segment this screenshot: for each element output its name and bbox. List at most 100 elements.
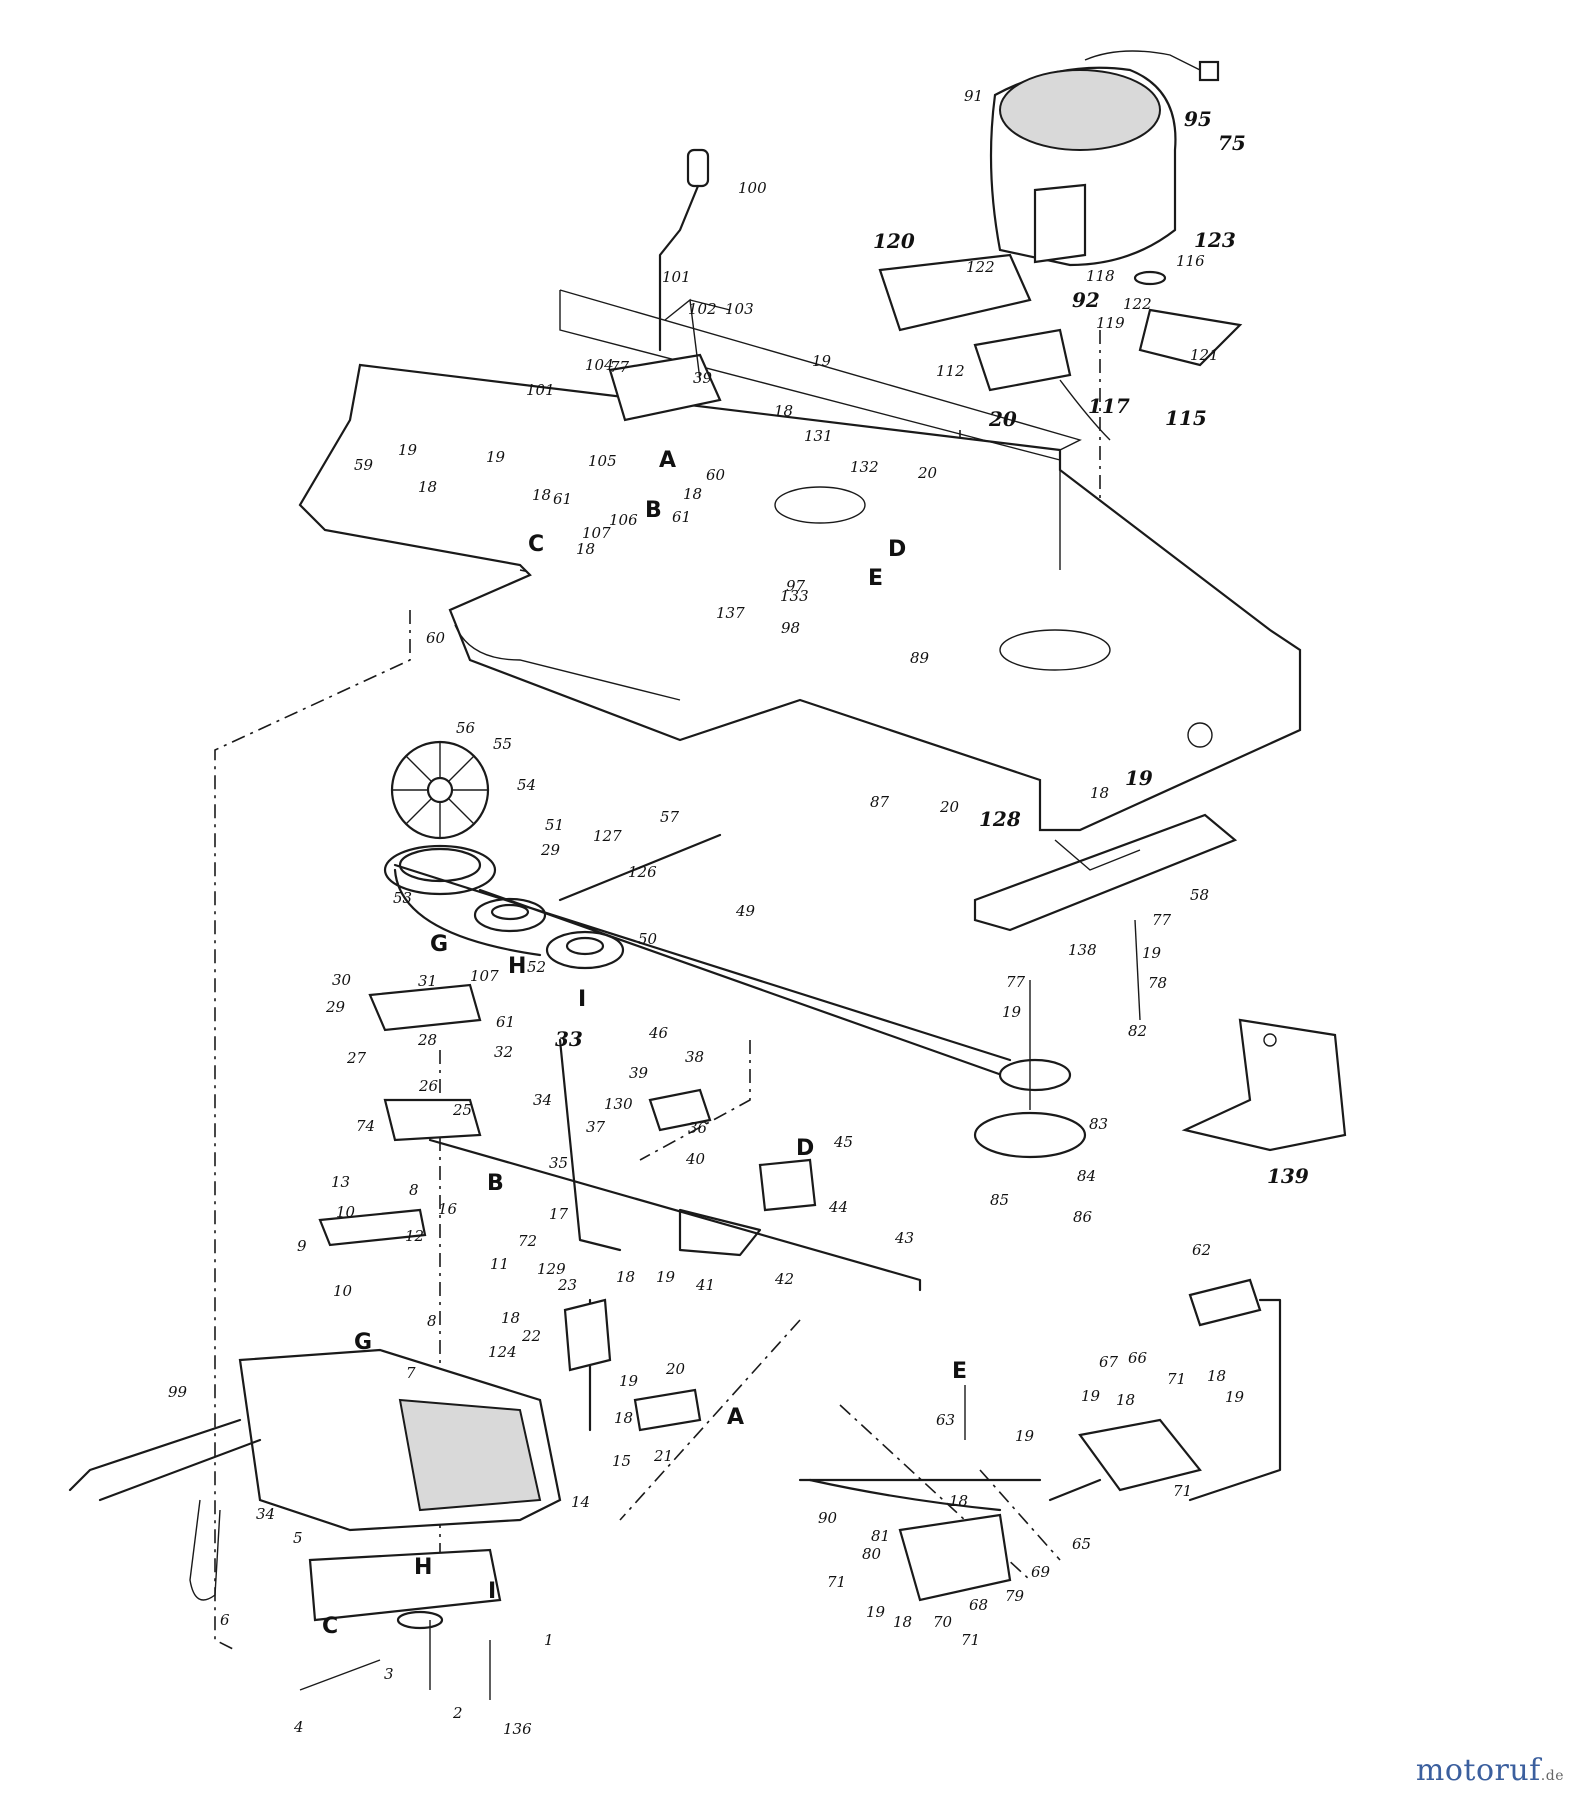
part-label-23: 23 bbox=[557, 1276, 577, 1294]
part-label-10a: 10 bbox=[336, 1203, 356, 1221]
part-label-79: 79 bbox=[1005, 1587, 1025, 1605]
part-label-77b: 77 bbox=[1152, 911, 1172, 929]
part-label-45: 45 bbox=[833, 1133, 853, 1151]
part-label-22: 22 bbox=[521, 1327, 541, 1345]
part-label-1: 1 bbox=[544, 1631, 554, 1649]
part-label-100: 100 bbox=[738, 179, 767, 197]
pedal-assembly bbox=[798, 1278, 1282, 1602]
pulleys-and-belt bbox=[383, 833, 1087, 1159]
part-label-121: 121 bbox=[1190, 346, 1219, 364]
frame-plate bbox=[298, 289, 1302, 832]
part-label-101b: 101 bbox=[526, 381, 555, 399]
part-label-E2: E bbox=[952, 1359, 967, 1384]
part-label-43: 43 bbox=[894, 1229, 914, 1247]
part-label-123: 123 bbox=[1194, 228, 1236, 252]
part-label-18e: 18 bbox=[418, 478, 437, 496]
part-label-78: 78 bbox=[1148, 974, 1167, 992]
part-label-120: 120 bbox=[873, 229, 915, 253]
part-label-67: 67 bbox=[1099, 1353, 1119, 1371]
part-label-C1: C bbox=[528, 532, 544, 557]
part-label-9: 9 bbox=[297, 1237, 307, 1255]
part-label-89: 89 bbox=[910, 649, 930, 667]
part-label-136: 136 bbox=[503, 1720, 532, 1738]
part-label-18m: 18 bbox=[1207, 1367, 1226, 1385]
part-label-14: 14 bbox=[571, 1493, 590, 1511]
part-label-69: 69 bbox=[1031, 1563, 1051, 1581]
engine bbox=[878, 50, 1243, 441]
idler-bracket bbox=[973, 813, 1238, 1021]
watermark-tld: .de bbox=[1540, 1768, 1564, 1784]
part-label-61c: 61 bbox=[496, 1013, 515, 1031]
part-label-7: 7 bbox=[406, 1364, 416, 1382]
part-label-44: 44 bbox=[828, 1198, 848, 1216]
part-label-33: 33 bbox=[555, 1027, 583, 1051]
part-label-133: 133 bbox=[780, 587, 809, 605]
part-label-39a: 39 bbox=[693, 369, 713, 387]
part-label-I2: I bbox=[488, 1579, 496, 1604]
part-label-19h: 19 bbox=[619, 1372, 639, 1390]
part-label-35: 35 bbox=[549, 1154, 568, 1172]
part-label-60a: 60 bbox=[706, 466, 726, 484]
part-label-10b: 10 bbox=[333, 1282, 353, 1300]
part-label-18i: 18 bbox=[614, 1409, 633, 1427]
part-label-18l: 18 bbox=[1116, 1391, 1135, 1409]
part-label-19i: 19 bbox=[1015, 1427, 1035, 1445]
part-label-97: 97 bbox=[786, 577, 806, 595]
part-label-74: 74 bbox=[356, 1117, 375, 1135]
part-label-126: 126 bbox=[628, 863, 657, 881]
part-label-77a: 77 bbox=[610, 358, 630, 376]
part-label-12: 12 bbox=[405, 1227, 424, 1245]
part-label-54: 54 bbox=[517, 776, 536, 794]
part-label-127: 127 bbox=[593, 827, 622, 845]
part-label-51: 51 bbox=[545, 816, 564, 834]
part-label-18g: 18 bbox=[501, 1309, 520, 1327]
part-label-D2: D bbox=[796, 1136, 814, 1161]
part-label-122b: 122 bbox=[1123, 295, 1152, 313]
part-label-59: 59 bbox=[354, 456, 374, 474]
part-label-C2: C bbox=[322, 1614, 338, 1639]
part-label-95: 95 bbox=[1184, 107, 1212, 131]
part-label-4: 4 bbox=[293, 1718, 304, 1736]
part-label-18c: 18 bbox=[683, 485, 702, 503]
part-label-E1: E bbox=[868, 566, 883, 591]
transaxle bbox=[68, 1348, 562, 1700]
part-label-19a: 19 bbox=[812, 352, 832, 370]
part-label-H1: H bbox=[508, 954, 526, 979]
part-label-18d: 18 bbox=[576, 540, 595, 558]
part-label-50: 50 bbox=[638, 930, 658, 948]
part-label-115: 115 bbox=[1165, 406, 1207, 430]
part-label-26: 26 bbox=[418, 1077, 439, 1095]
part-label-107a: 107 bbox=[582, 524, 611, 542]
part-label-81: 81 bbox=[871, 1527, 890, 1545]
part-label-H2: H bbox=[414, 1555, 432, 1580]
part-label-104: 104 bbox=[585, 356, 614, 374]
part-label-62: 62 bbox=[1192, 1241, 1211, 1259]
part-label-6: 6 bbox=[220, 1611, 230, 1629]
part-label-66: 66 bbox=[1128, 1349, 1148, 1367]
part-label-138: 138 bbox=[1068, 941, 1097, 959]
part-label-86: 86 bbox=[1073, 1208, 1093, 1226]
part-label-71d: 71 bbox=[1173, 1482, 1192, 1500]
part-label-71a: 71 bbox=[827, 1573, 846, 1591]
part-label-8a: 8 bbox=[409, 1181, 419, 1199]
part-label-18k: 18 bbox=[893, 1613, 912, 1631]
part-label-20b: 20 bbox=[988, 407, 1017, 431]
part-label-19l: 19 bbox=[1225, 1388, 1245, 1406]
part-label-46: 46 bbox=[648, 1024, 669, 1042]
part-label-19f: 19 bbox=[1002, 1003, 1022, 1021]
part-label-37: 37 bbox=[586, 1118, 606, 1136]
part-label-75: 75 bbox=[1218, 131, 1246, 155]
part-label-29a: 29 bbox=[540, 841, 561, 859]
part-label-19k: 19 bbox=[1081, 1387, 1101, 1405]
part-label-G1: G bbox=[430, 932, 448, 957]
part-label-55: 55 bbox=[493, 735, 512, 753]
part-label-20d: 20 bbox=[665, 1360, 686, 1378]
part-label-124: 124 bbox=[488, 1343, 517, 1361]
part-label-17: 17 bbox=[549, 1205, 569, 1223]
part-label-18b: 18 bbox=[532, 486, 551, 504]
part-label-18j: 18 bbox=[949, 1492, 968, 1510]
part-label-131: 131 bbox=[804, 427, 833, 445]
part-label-18f: 18 bbox=[1090, 784, 1109, 802]
